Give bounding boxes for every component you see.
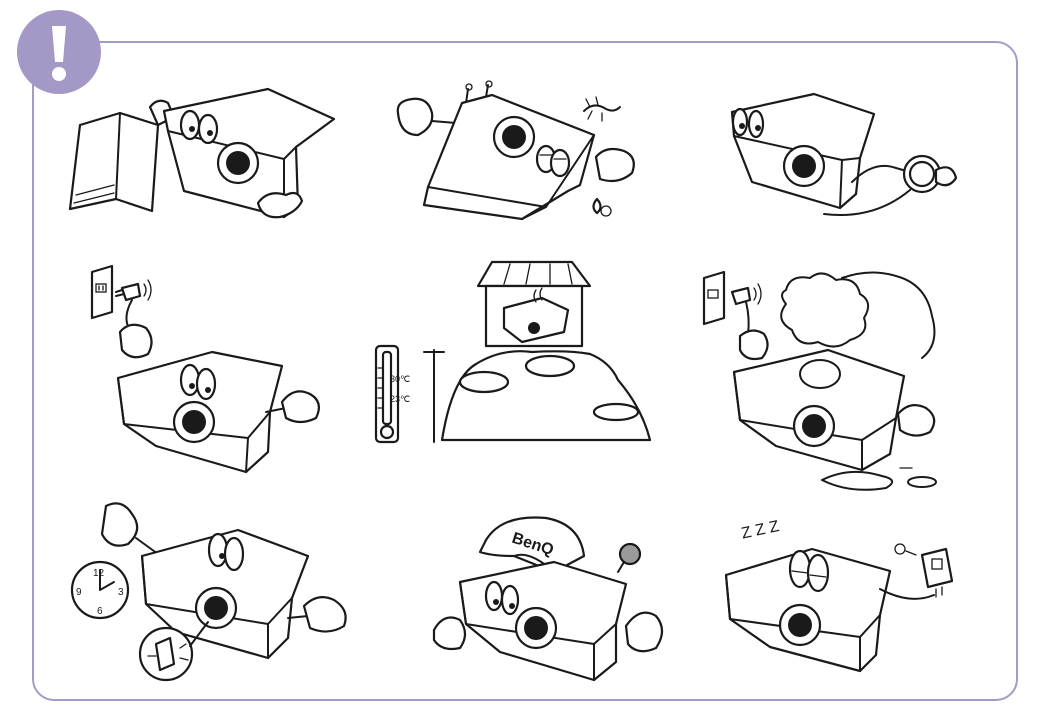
panel-environment: 30℃ 23℃	[372, 258, 662, 453]
thermometer-icon: 30℃ 23℃	[374, 344, 410, 444]
projector-body	[458, 560, 628, 682]
panel-standby: Z Z Z	[720, 515, 970, 680]
plug-icon	[730, 283, 762, 306]
projector-body	[162, 87, 336, 219]
plug-icon	[115, 279, 152, 302]
cap-icon: BenQ	[478, 516, 586, 574]
clock-9: 9	[76, 587, 82, 598]
panel-mounting	[392, 80, 652, 228]
magnifier-icon	[902, 154, 958, 194]
panel-read-manual	[58, 85, 358, 230]
clock-icon: 12 3 6 9	[70, 560, 130, 620]
projector-body	[724, 547, 892, 673]
panel-no-objects: BenQ	[430, 512, 670, 687]
water-drop-icon	[592, 197, 612, 217]
house-icon	[476, 260, 592, 348]
warning-badge	[17, 10, 101, 94]
balloon-icon	[617, 542, 642, 573]
panel-unplug	[86, 262, 336, 477]
panel-inspect	[724, 90, 964, 230]
lamp-icon	[138, 626, 194, 682]
power-adapter-icon	[894, 543, 954, 598]
temp-low: 23℃	[390, 394, 410, 404]
wall-outlet-icon	[702, 270, 726, 326]
warning-icon	[52, 26, 66, 81]
clock-12: 12	[93, 568, 105, 579]
temp-high: 30℃	[390, 374, 410, 384]
clock-6: 6	[97, 606, 103, 617]
projector-body	[732, 348, 906, 472]
manual-book-icon	[68, 111, 160, 213]
smoke-cloud-icon	[780, 271, 936, 359]
sleep-label: Z Z Z	[740, 518, 781, 543]
mountain-icon	[440, 350, 652, 442]
clock-3: 3	[118, 587, 124, 598]
water-puddle-icon	[821, 467, 937, 491]
projector-body	[140, 528, 310, 660]
projector-body	[116, 350, 284, 474]
panel-smoke	[700, 268, 950, 493]
lizard-icon	[583, 96, 621, 122]
hanging-hooks-icon	[465, 80, 493, 104]
wall-outlet-icon	[90, 264, 114, 320]
panel-lamp-hours: 12 3 6 9	[62, 498, 362, 698]
